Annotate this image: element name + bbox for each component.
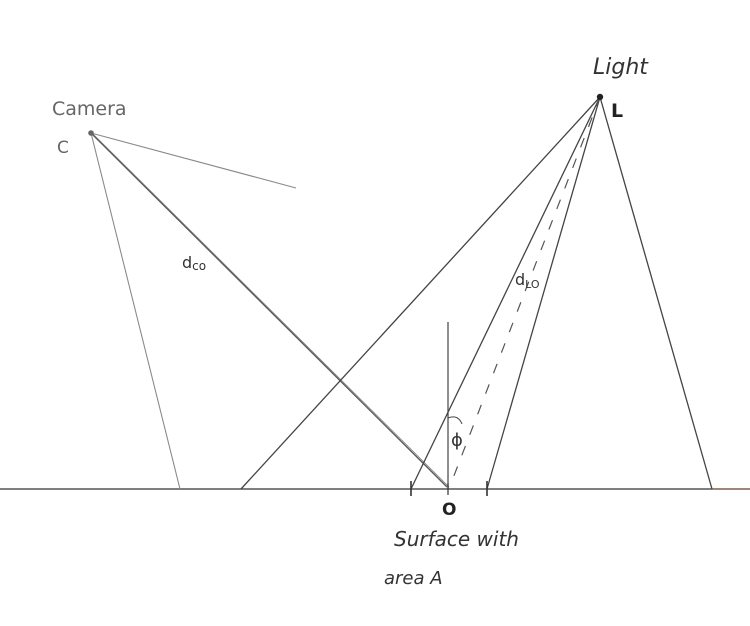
d-lo-label: dLO [515,270,540,291]
camera-to-origin-line-double [92,133,450,488]
d-co-main: d [182,253,192,272]
angle-phi-label: ϕ [451,430,463,451]
d-co-label: dco [182,253,206,273]
light-ray-patch-right [486,96,601,490]
origin-label: O [442,500,456,520]
light-point-label: L [611,100,623,122]
camera-view-ray-upper [90,132,297,189]
light-to-origin-dashed-line [449,96,601,487]
camera-point-dot [88,130,94,136]
camera-view-ray-left [90,132,181,490]
d-co-subscript: co [192,259,206,273]
camera-label: Camera [52,98,127,120]
d-lo-main: d [515,270,525,289]
angle-arc [447,416,463,425]
surface-label-line-1: Surface with [394,527,519,551]
light-point-dot [596,93,604,101]
d-lo-subscript: LO [525,278,540,291]
camera-to-origin-line [90,132,448,488]
light-ray-left [240,96,601,490]
light-label: Light [593,55,649,80]
light-ray-patch-left [410,96,601,490]
surface-label-line-2: area A [384,568,443,589]
camera-point-label: C [57,138,69,158]
light-ray-right [599,96,713,490]
